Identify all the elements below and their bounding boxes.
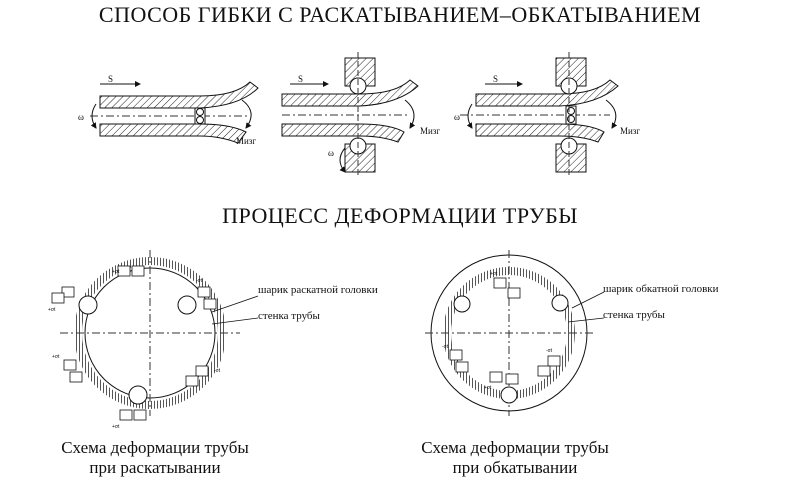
omega-label: ω (328, 148, 334, 158)
bending-scheme-1 (90, 81, 259, 144)
caption-left-line2: при раскатывании (89, 458, 221, 477)
caption-right: Схема деформации трубы при обкатывании (400, 438, 630, 478)
wall-label-left: стенка трубы (258, 310, 320, 322)
moment-label: Mизг (236, 136, 256, 146)
sigma-label: +σt (484, 385, 492, 391)
ball-label-left: шарик раскатной головки (258, 284, 378, 296)
sigma-label: +σt (490, 271, 498, 277)
ball-label-right: шарик обкатной головки (603, 283, 719, 295)
caption-left: Схема деформации трубы при раскатывании (40, 438, 270, 478)
moment-label: Mизг (620, 126, 640, 136)
bending-scheme-2 (281, 52, 419, 178)
omega-label: ω (454, 112, 460, 122)
sigma-label: +σt (48, 307, 56, 313)
rolling-out-scheme: +σt -σt +σt +σt -σt +σt (48, 250, 259, 430)
rolling-around-scheme: +σt -σt -σt +σt (425, 250, 605, 416)
feed-label: S (493, 74, 498, 84)
sigma-label: +σt (112, 424, 120, 430)
caption-left-line1: Схема деформации трубы (61, 438, 249, 457)
caption-right-line2: при обкатывании (452, 458, 578, 477)
feed-label: S (298, 74, 303, 84)
sigma-label: -σt (546, 348, 553, 354)
caption-right-line1: Схема деформации трубы (421, 438, 609, 457)
main-title: СПОСОБ ГИБКИ С РАСКАТЫВАНИЕМ–ОБКАТЫВАНИЕ… (98, 2, 702, 27)
bending-scheme-3 (460, 52, 619, 178)
omega-label: ω (78, 112, 84, 122)
sigma-label: -σt (214, 368, 221, 374)
wall-label-right: стенка трубы (603, 309, 665, 321)
sigma-label: +σt (52, 354, 60, 360)
section-title: ПРОЦЕСС ДЕФОРМАЦИИ ТРУБЫ (222, 203, 578, 228)
sigma-label: -σt (442, 344, 449, 350)
sigma-label: -σt (196, 278, 203, 284)
sigma-label: +σt (112, 269, 120, 275)
feed-label: S (108, 74, 113, 84)
moment-label: Mизг (420, 126, 440, 136)
